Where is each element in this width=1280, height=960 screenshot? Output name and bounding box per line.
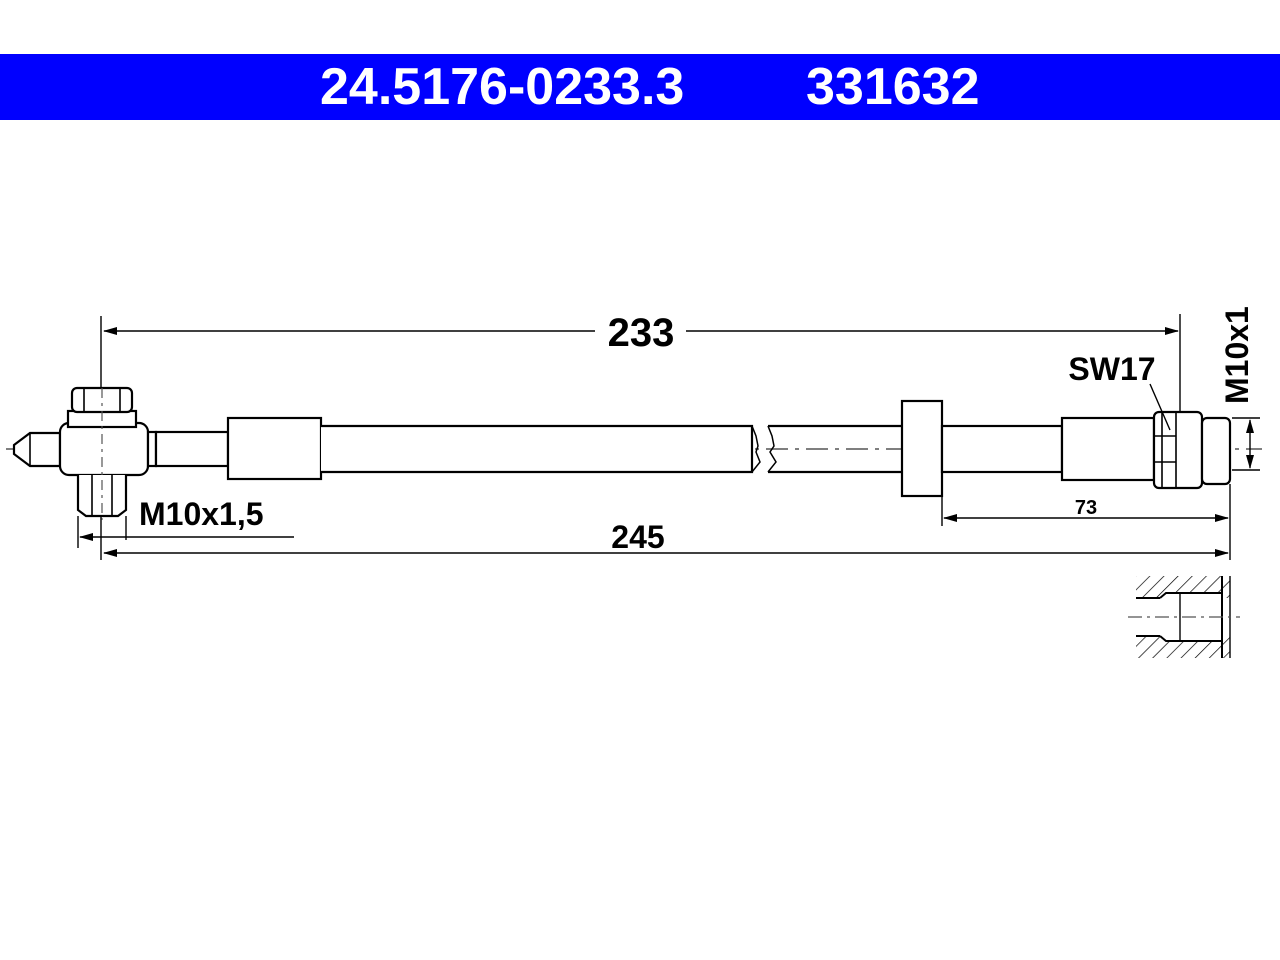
wrench-size-label: SW17 [1068, 351, 1155, 387]
dimension-73: 73 [941, 484, 1231, 560]
dimension-233: 233 [100, 311, 1181, 560]
port-section-detail [1128, 576, 1240, 658]
dimension-73-label: 73 [1075, 497, 1097, 519]
dimension-245-label: 245 [611, 519, 664, 555]
end-fitting [1152, 410, 1232, 490]
thread-right-dimension: M10x1 [1219, 306, 1260, 471]
sw17-leader [1149, 383, 1171, 431]
banjo-fitting [12, 386, 158, 520]
reference-number: 331632 [806, 58, 980, 116]
thread-left-label: M10x1,5 [139, 496, 264, 532]
thread-left-dimension: M10x1,5 [77, 496, 294, 548]
hose-body [154, 399, 1156, 498]
part-number: 24.5176-0233.3 [320, 58, 685, 116]
thread-right-label: M10x1 [1219, 306, 1255, 404]
header-bar: 24.5176-0233.3 331632 [0, 54, 1280, 120]
dimension-233-label: 233 [608, 311, 675, 355]
dimension-245: 245 [103, 519, 1229, 557]
